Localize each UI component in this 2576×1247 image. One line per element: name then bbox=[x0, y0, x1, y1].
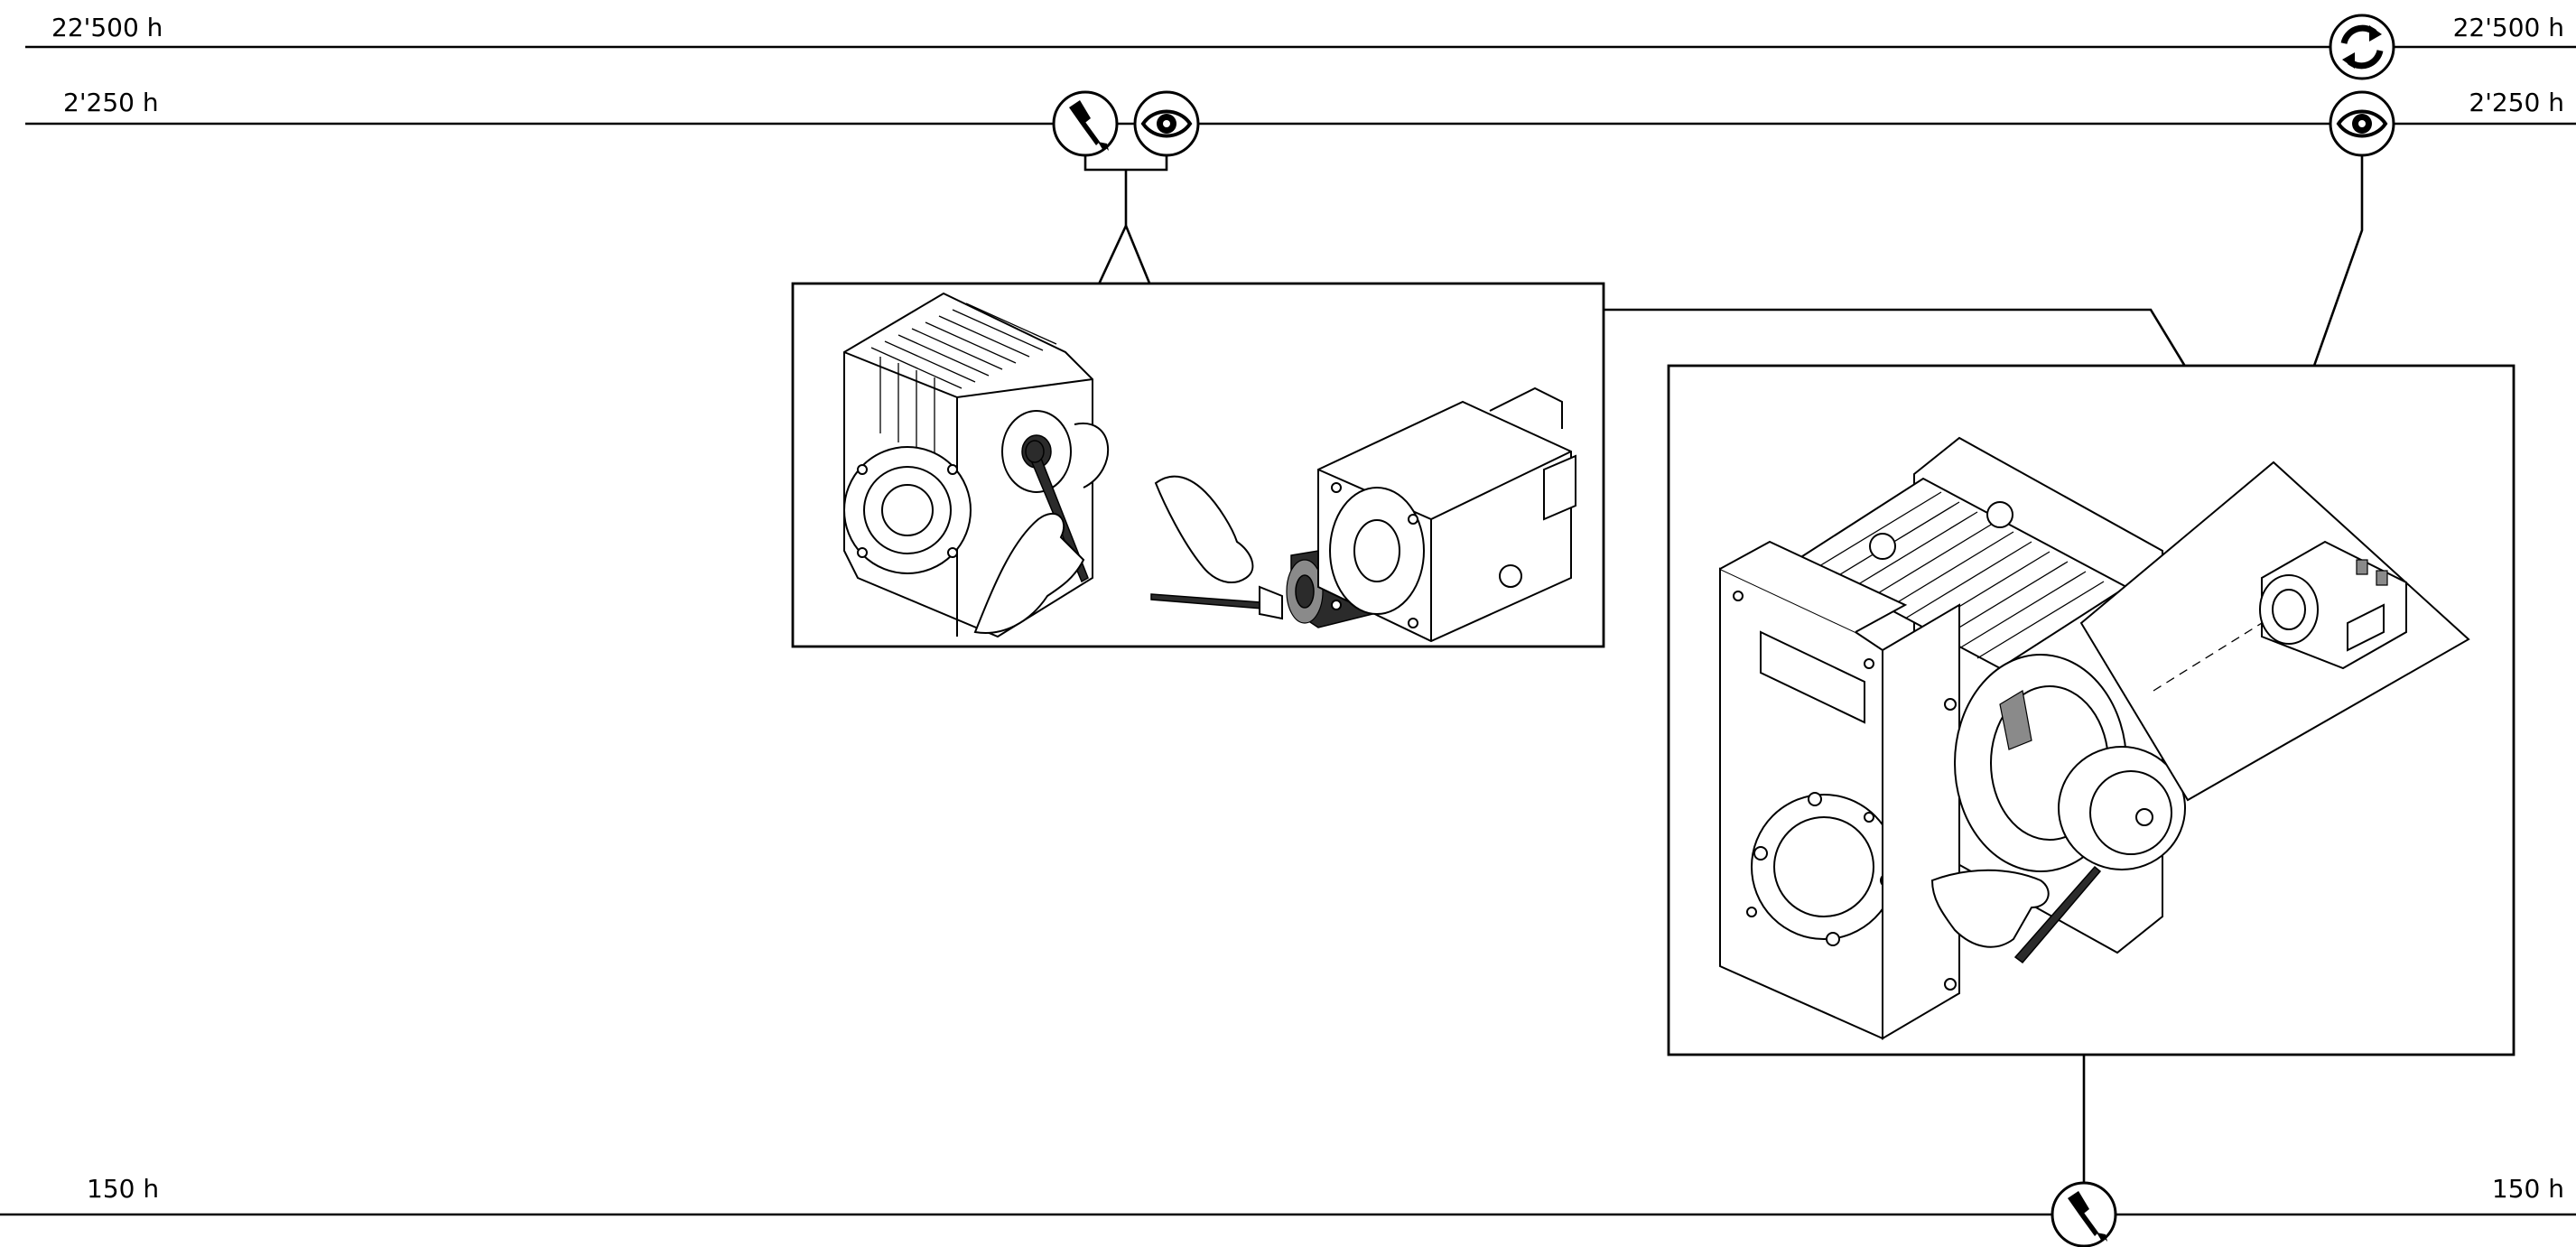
right-illustration-panel bbox=[1669, 366, 2514, 1055]
brush-clean-icon-bottom bbox=[2052, 1183, 2116, 1246]
replace-cycle-icon bbox=[2330, 15, 2394, 79]
label-22500-left: 22'500 h bbox=[51, 13, 163, 42]
brush-clean-icon-top bbox=[1054, 92, 1117, 155]
label-22500-right: 22'500 h bbox=[2453, 13, 2564, 42]
inspect-eye-icon-right bbox=[2330, 92, 2394, 155]
label-2250-right: 2'250 h bbox=[2469, 88, 2564, 117]
inspect-eye-icon-left bbox=[1135, 92, 1198, 155]
right-eye-connector bbox=[2314, 155, 2362, 366]
label-150-right: 150 h bbox=[2492, 1174, 2564, 1204]
left-illustration-panel bbox=[793, 284, 1604, 647]
label-2250-left: 2'250 h bbox=[63, 88, 159, 117]
label-150-left: 150 h bbox=[87, 1174, 159, 1204]
left-icons-bracket bbox=[1085, 155, 1167, 170]
